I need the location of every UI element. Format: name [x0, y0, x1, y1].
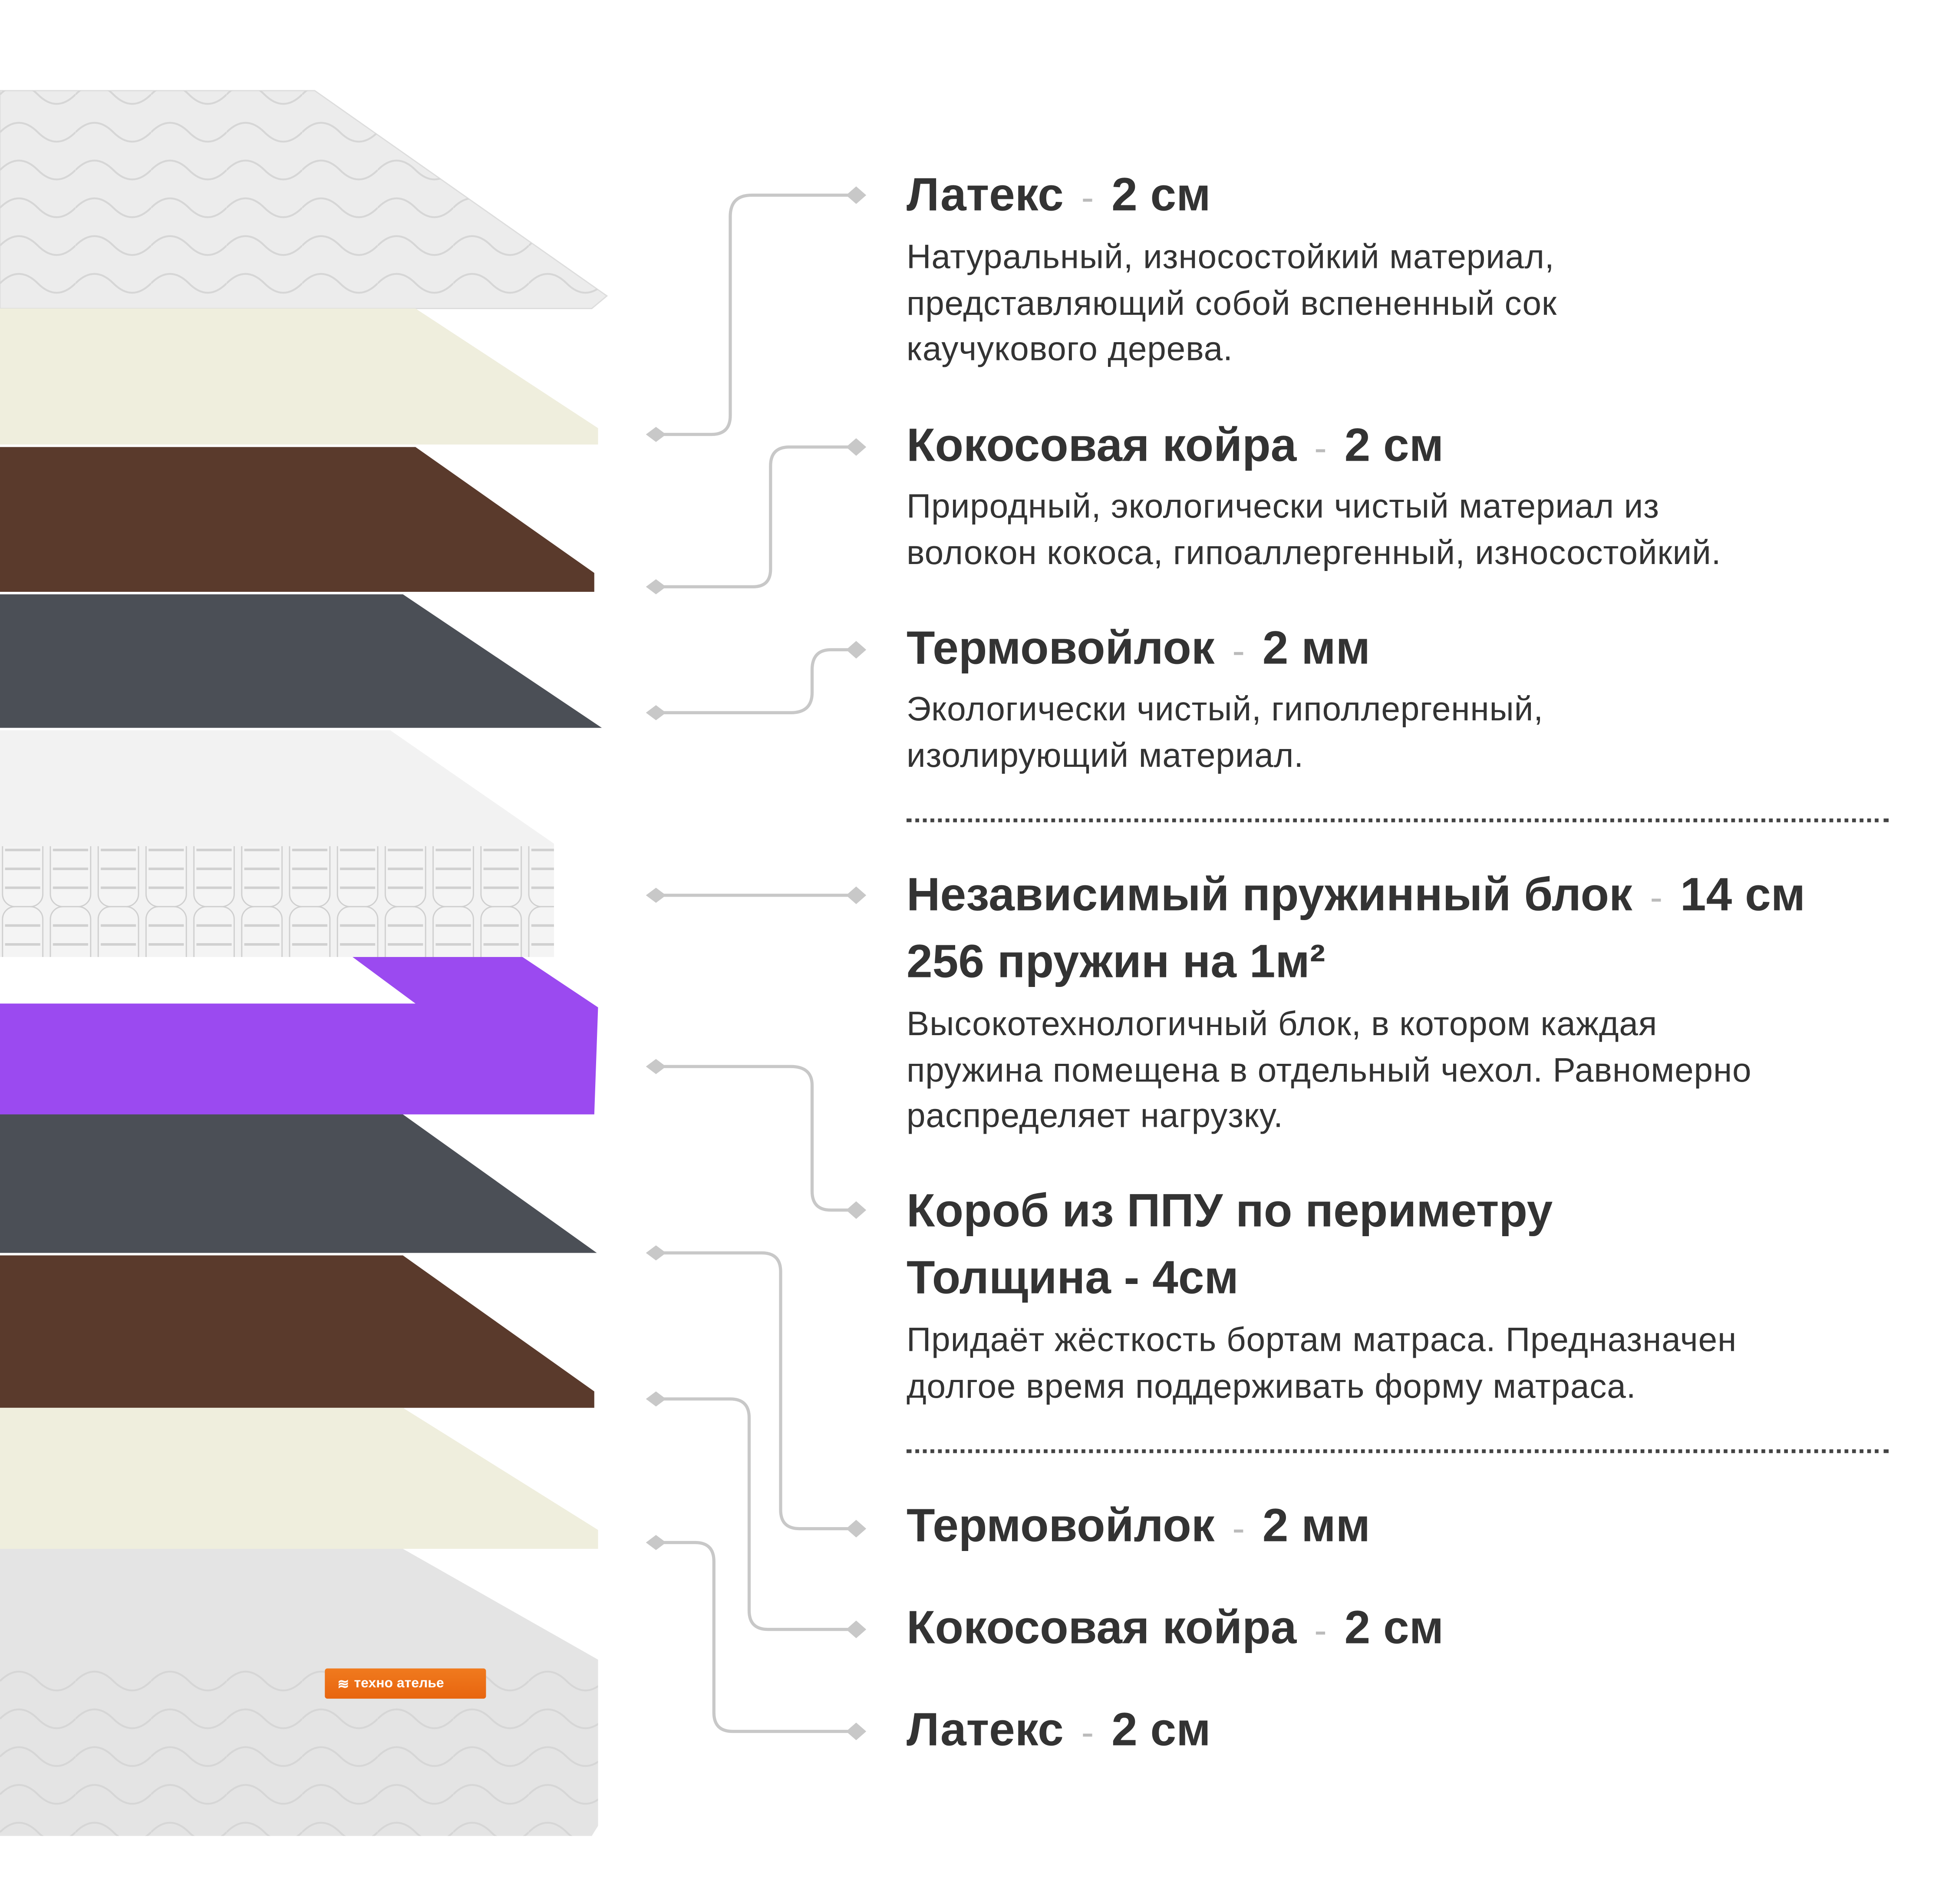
- divider: [907, 1449, 1889, 1453]
- layer-felt-top: [0, 594, 602, 728]
- layer-spring-block: [0, 730, 554, 957]
- layer-title: Латекс-2 см: [907, 168, 1211, 221]
- layer-title: Латекс-2 см: [907, 1703, 1211, 1756]
- layer-title: Короб из ППУ по периметру: [907, 1185, 1553, 1237]
- layer-latex-bottom: [0, 1408, 598, 1549]
- layer-subtitle: Толщина - 4см: [907, 1251, 1239, 1303]
- layer-subtitle: 256 пружин на 1м²: [907, 935, 1326, 987]
- layers-logo-icon: ≋: [337, 1676, 349, 1692]
- layer-bottom-cover: [0, 1549, 598, 1836]
- connectors: [655, 193, 857, 1733]
- layer-description: Природный, экологически чистый материал …: [907, 487, 1721, 571]
- layer-description: Натуральный, износостойкий материал,пред…: [907, 238, 1557, 368]
- layer-title: Кокосовая койра-2 см: [907, 1601, 1444, 1653]
- layer-coco-bottom: [0, 1255, 594, 1408]
- layer-title: Термовойлок-2 мм: [907, 622, 1371, 674]
- layer-description: Высокотехнологичный блок, в котором кажд…: [907, 1005, 1752, 1135]
- layer-description: Экологически чистый, гиполлергенный,изол…: [907, 690, 1543, 774]
- layer-title: Независимый пружинный блок-14 см: [907, 869, 1806, 921]
- layer-felt-bottom: [0, 1114, 597, 1253]
- layer-top-cover: [0, 90, 608, 309]
- layer-coco-top: [0, 447, 594, 592]
- brand-text: техно ателье: [354, 1676, 444, 1691]
- divider: [907, 818, 1889, 822]
- layer-description: Придаёт жёсткость бортам матраса. Предна…: [907, 1321, 1737, 1405]
- layer-ppu-box: [0, 957, 598, 1115]
- layer-title: Кокосовая койра-2 см: [907, 419, 1444, 471]
- layer-title: Термовойлок-2 мм: [907, 1499, 1371, 1551]
- connector-diamond-icons: [646, 186, 867, 1740]
- layer-latex-top: [0, 308, 598, 445]
- brand-label: ≋ техно ателье: [325, 1668, 486, 1699]
